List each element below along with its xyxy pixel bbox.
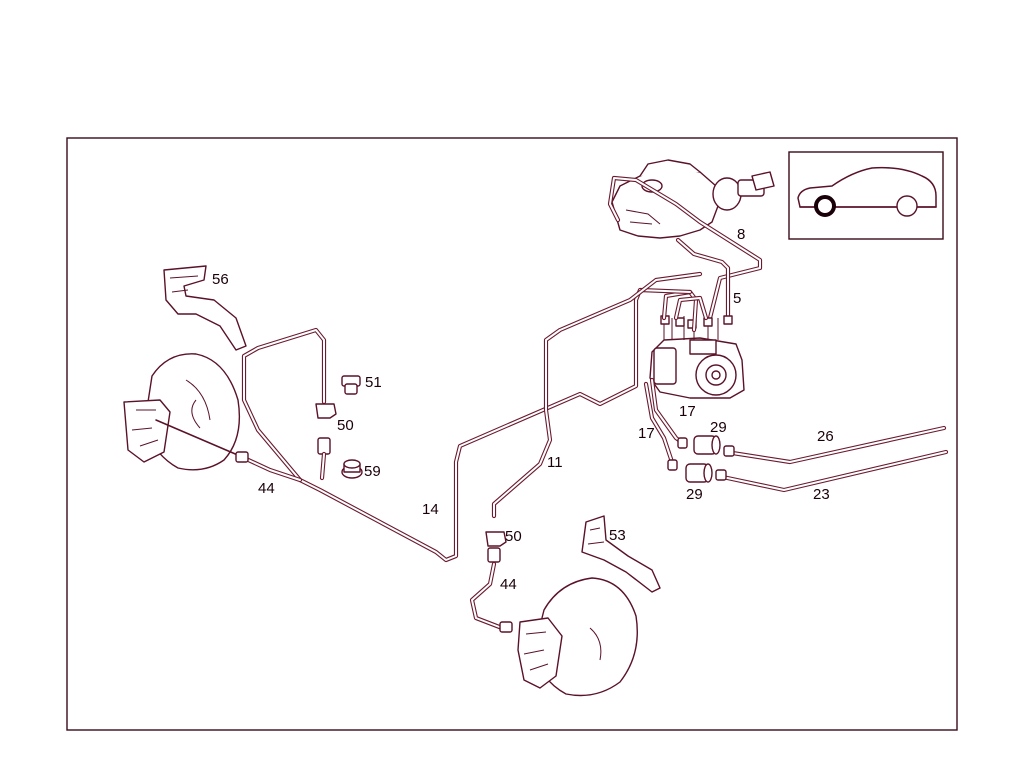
callout-17-upper: 17 (679, 403, 696, 420)
pipe-23 (715, 449, 949, 493)
bracket-53 (581, 515, 661, 593)
bracket-56 (163, 265, 247, 351)
callout-29-lower: 29 (686, 486, 703, 503)
clip-50-lower (485, 531, 507, 563)
pipes-17 (643, 377, 688, 471)
car-silhouette-icon (797, 166, 937, 208)
brake-booster-master-cylinder (611, 159, 775, 239)
pipe-8 (607, 175, 763, 321)
callout-53: 53 (609, 527, 626, 544)
callout-50-upper: 50 (337, 417, 354, 434)
pipe-11 (491, 271, 703, 519)
front-wheel-highlight-icon (814, 195, 836, 217)
left-brake-disc (123, 353, 241, 471)
callout-56: 56 (212, 271, 229, 288)
pipe-5 (675, 237, 731, 321)
diagram-frame (66, 137, 958, 731)
rear-wheel-icon (896, 195, 918, 217)
callout-59: 59 (364, 463, 381, 480)
callout-26: 26 (817, 428, 834, 445)
callout-29-upper: 29 (710, 419, 727, 436)
grommet-59 (341, 459, 363, 479)
callout-23: 23 (813, 486, 830, 503)
right-brake-disc (517, 577, 638, 697)
callout-50-lower: 50 (505, 528, 522, 545)
callout-11: 11 (547, 454, 563, 471)
hose-44-left (155, 419, 303, 483)
clip-50-upper (315, 403, 337, 481)
callout-44-left: 44 (258, 480, 275, 497)
abs-hydraulic-unit (649, 289, 745, 399)
hose-44-right (469, 561, 513, 633)
callout-51: 51 (365, 374, 382, 391)
pipe-26 (723, 425, 947, 465)
callout-17-lower: 17 (638, 425, 655, 442)
callout-44-right: 44 (500, 576, 517, 593)
fittings-29 (685, 435, 721, 483)
fitting-51 (341, 375, 361, 395)
callout-8: 8 (737, 226, 745, 243)
pipe-14 (241, 287, 693, 563)
vehicle-locator-inset (788, 151, 944, 240)
callout-5: 5 (733, 290, 741, 307)
callout-14: 14 (422, 501, 439, 518)
